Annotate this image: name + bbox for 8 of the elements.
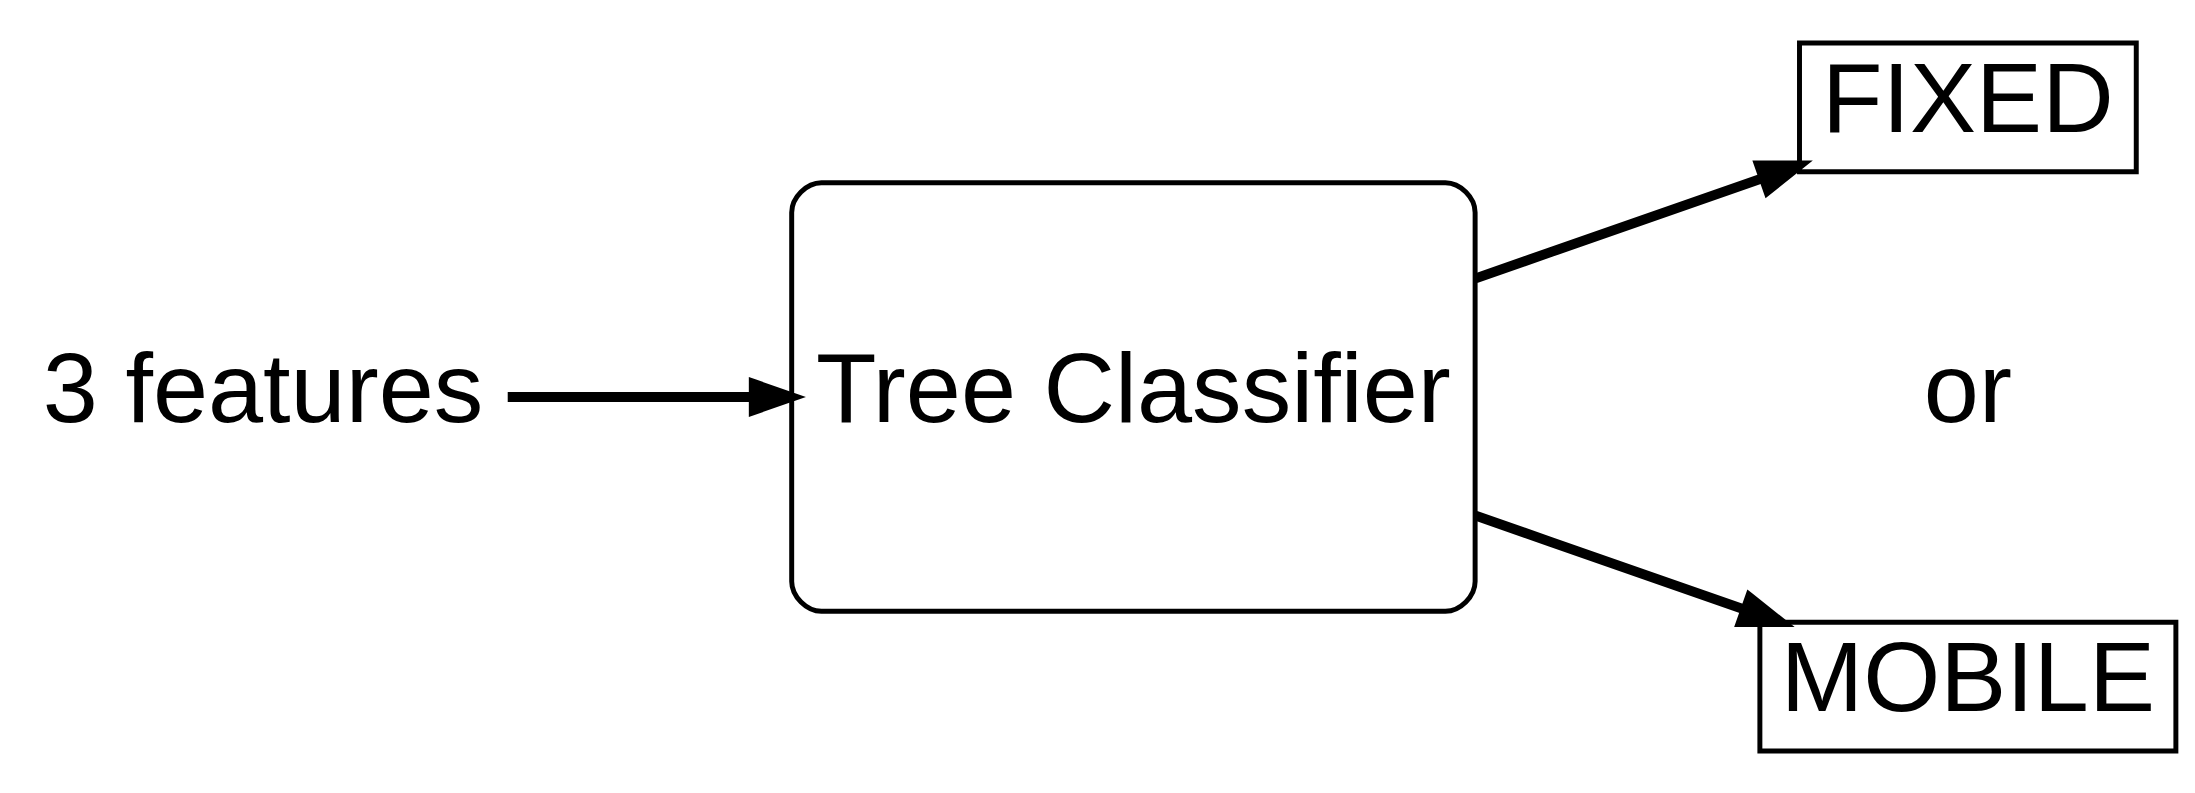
node-text: 3 features [42, 331, 484, 443]
arrow [1474, 160, 1813, 283]
arrow [1474, 510, 1795, 627]
node-box: FIXED [1797, 39, 2139, 174]
label: or [1923, 331, 2012, 443]
node-box: MOBILE [1757, 619, 2179, 754]
arrow [507, 376, 806, 417]
node-box: Tree Classifier [789, 179, 1478, 614]
